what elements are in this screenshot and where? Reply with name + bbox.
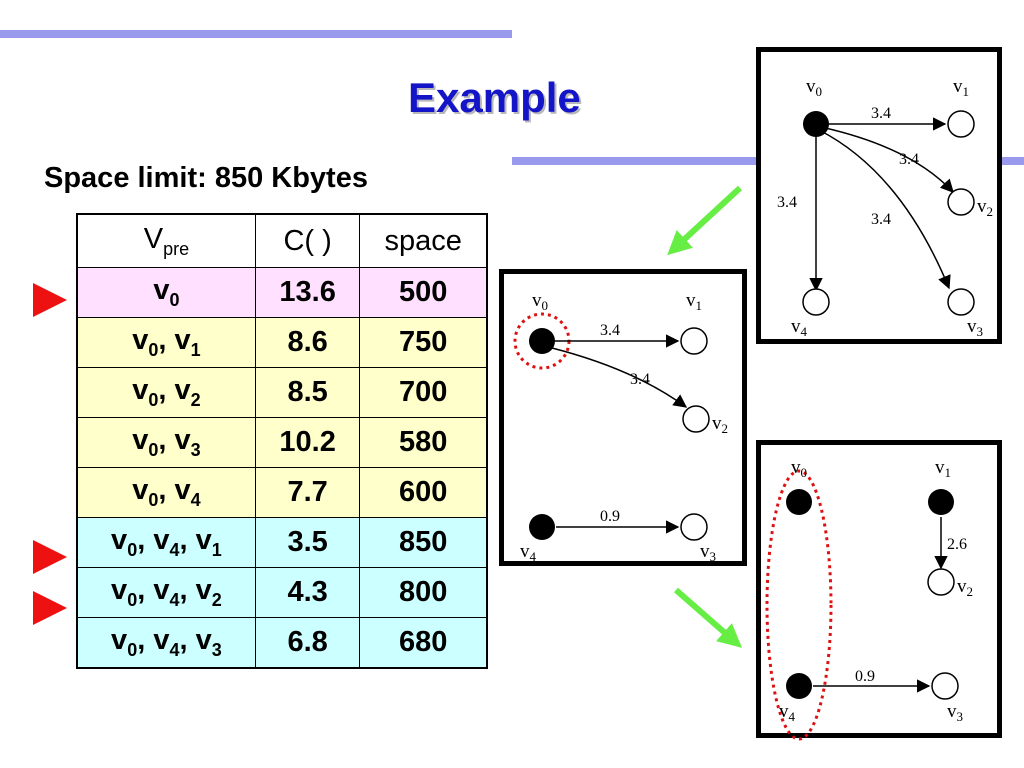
header-space: space — [359, 213, 488, 268]
label-v0: v0 — [532, 290, 548, 313]
label-v3: v3 — [700, 541, 716, 564]
cell-vpre: v0, v4 — [76, 467, 256, 518]
green-arrow-to-middle — [667, 185, 743, 256]
cell-cost: 8.5 — [254, 367, 361, 418]
weight-v0-v2: 3.4 — [899, 151, 919, 168]
node-v1 — [680, 327, 708, 355]
header-vpre: Vpre — [76, 213, 256, 268]
node-v4 — [529, 514, 555, 540]
label-v1: v1 — [953, 76, 969, 99]
node-v2 — [947, 188, 975, 216]
header-cost: C( ) — [254, 213, 361, 268]
top-decorative-line — [0, 30, 512, 38]
cell-vpre: v0, v4, v2 — [76, 567, 256, 618]
cell-space: 500 — [359, 267, 488, 318]
cell-cost: 4.3 — [254, 567, 361, 618]
node-v2 — [927, 568, 955, 596]
weight-v0-v2: 3.4 — [630, 371, 650, 388]
label-v2: v2 — [712, 413, 728, 436]
label-v1: v1 — [935, 457, 951, 480]
node-v2 — [682, 405, 710, 433]
cell-cost: 6.8 — [254, 617, 361, 669]
edge-v0-v2 — [820, 126, 954, 193]
node-v0 — [529, 328, 555, 354]
weight-v1-v2: 2.6 — [947, 536, 967, 553]
node-v1 — [928, 489, 954, 515]
table-header-row: Vpre C( ) space — [76, 213, 488, 268]
cell-space: 700 — [359, 367, 488, 418]
graph-bottom-right-svg: v0 v1 v2 v3 v4 2.6 0.9 — [765, 457, 973, 741]
graph-middle-svg: v0 v1 v2 v3 v4 3.4 3.4 0.9 — [513, 290, 728, 564]
edge-v0-v2 — [551, 347, 688, 408]
graph-panel-bottom-right: v0 v1 v2 v3 v4 2.6 0.9 — [756, 440, 1002, 741]
label-v2: v2 — [957, 576, 973, 599]
cell-vpre: v0, v3 — [76, 417, 256, 468]
weight-v0-v1: 3.4 — [600, 322, 620, 339]
green-arrow-to-bottom — [674, 587, 743, 648]
row-marker-arrow — [33, 539, 67, 574]
cell-vpre: v0 — [76, 267, 256, 318]
graph-panel-top-right: v0 v1 v2 v3 v4 3.4 3.4 3.4 3.4 — [756, 47, 1002, 344]
cell-space: 580 — [359, 417, 488, 468]
cell-vpre: v0, v1 — [76, 317, 256, 368]
cell-space: 850 — [359, 517, 488, 568]
cell-cost: 10.2 — [254, 417, 361, 468]
label-v3: v3 — [947, 701, 963, 724]
edge-v0-v3 — [818, 129, 951, 290]
highlight-v0-v4-ellipse — [765, 469, 833, 741]
row-marker-arrow — [33, 590, 67, 625]
weight-v0-v4: 3.4 — [777, 194, 797, 211]
row-marker-arrow — [33, 283, 67, 317]
label-v1: v1 — [686, 290, 702, 313]
label-v3: v3 — [967, 316, 983, 339]
graph-top-right-svg: v0 v1 v2 v3 v4 3.4 3.4 3.4 3.4 — [777, 76, 993, 339]
cell-cost: 13.6 — [254, 267, 361, 318]
label-v4: v4 — [520, 541, 537, 564]
label-v0: v0 — [791, 457, 807, 480]
label-v4: v4 — [791, 316, 808, 339]
node-v4 — [802, 288, 830, 316]
node-v3 — [680, 513, 708, 541]
weight-v0-v1: 3.4 — [871, 105, 891, 122]
label-v2: v2 — [977, 196, 993, 219]
label-v4: v4 — [779, 701, 796, 724]
space-limit-label: Space limit: 850 Kbytes — [44, 162, 368, 194]
node-v3 — [931, 672, 959, 700]
cell-vpre: v0, v2 — [76, 367, 256, 418]
cell-vpre: v0, v4, v1 — [76, 517, 256, 568]
node-v1 — [947, 110, 975, 138]
node-v0 — [786, 489, 812, 515]
node-v4 — [786, 673, 812, 699]
cell-cost: 7.7 — [254, 467, 361, 518]
node-v0 — [803, 111, 829, 137]
cell-cost: 8.6 — [254, 317, 361, 368]
cell-vpre: v0, v4, v3 — [76, 617, 256, 669]
cell-space: 680 — [359, 617, 488, 669]
cell-space: 600 — [359, 467, 488, 518]
cell-cost: 3.5 — [254, 517, 361, 568]
slide-title: Example — [408, 74, 581, 121]
label-v0: v0 — [806, 76, 822, 99]
weight-v4-v3: 0.9 — [600, 508, 620, 525]
node-v3 — [947, 288, 975, 316]
graph-panel-middle: v0 v1 v2 v3 v4 3.4 3.4 0.9 — [499, 269, 747, 566]
cell-space: 750 — [359, 317, 488, 368]
weight-v4-v3: 0.9 — [855, 668, 875, 685]
cell-space: 800 — [359, 567, 488, 618]
weight-v0-v3: 3.4 — [871, 211, 891, 228]
